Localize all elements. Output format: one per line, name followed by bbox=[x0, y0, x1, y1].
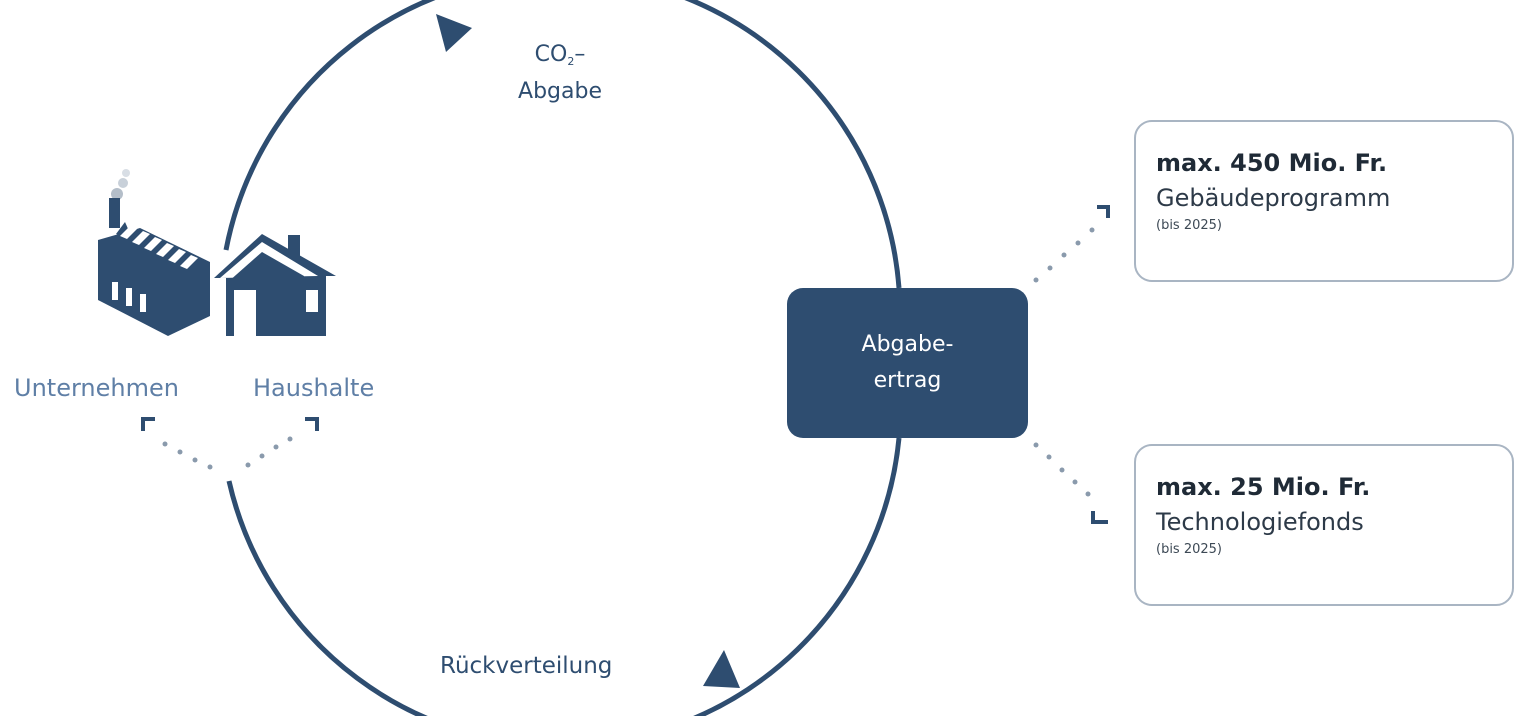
redistribution-label: Rückverteilung bbox=[440, 653, 613, 679]
allocation-card-technology: max. 25 Mio. Fr. Technologiefonds (bis 2… bbox=[1134, 444, 1514, 606]
arrow-head-icon bbox=[703, 650, 740, 688]
allocation-program: Gebäudeprogramm bbox=[1156, 184, 1391, 212]
corner-arrow-icon bbox=[1091, 511, 1108, 524]
dotted-connector bbox=[1033, 442, 1091, 497]
allocation-amount: max. 450 Mio. Fr. bbox=[1156, 149, 1388, 177]
allocation-card-buildings: max. 450 Mio. Fr. Gebäudeprogramm (bis 2… bbox=[1134, 120, 1514, 282]
house-icon bbox=[214, 234, 336, 336]
co2-levy-label: CO2– Abgabe bbox=[518, 42, 602, 104]
dotted-connector bbox=[162, 436, 293, 470]
corner-arrow-icon bbox=[1097, 205, 1110, 218]
levy-revenue-line2: ertrag bbox=[873, 368, 942, 393]
corner-arrow-icon bbox=[305, 417, 319, 431]
companies-label: Unternehmen bbox=[14, 374, 179, 402]
dotted-connector bbox=[1033, 227, 1095, 283]
factory-icon bbox=[98, 169, 210, 336]
households-label: Haushalte bbox=[253, 374, 375, 402]
levy-revenue-box: Abgabe- ertrag bbox=[787, 288, 1028, 438]
allocation-period: (bis 2025) bbox=[1156, 218, 1222, 233]
levy-revenue-line1: Abgabe- bbox=[861, 332, 954, 357]
corner-arrow-icon bbox=[141, 417, 155, 431]
allocation-program: Technologiefonds bbox=[1156, 508, 1364, 536]
arrow-head-icon bbox=[436, 14, 472, 52]
allocation-period: (bis 2025) bbox=[1156, 542, 1222, 557]
allocation-amount: max. 25 Mio. Fr. bbox=[1156, 473, 1371, 501]
redistribution-arc bbox=[226, 437, 902, 716]
levy-arc bbox=[223, 0, 902, 289]
